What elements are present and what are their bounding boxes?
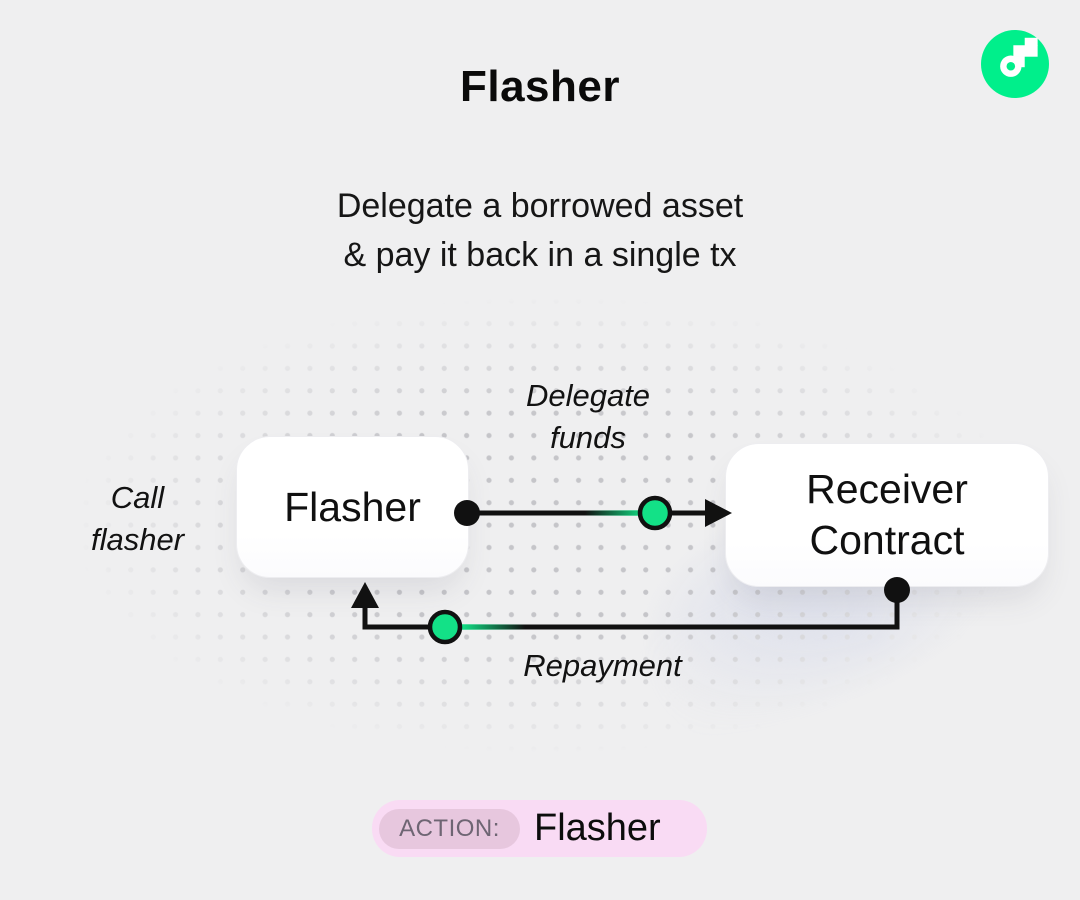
- subtitle-line-2: & pay it back in a single tx: [343, 236, 737, 274]
- flow-logo-icon: [981, 30, 1049, 98]
- token-circle: [427, 609, 463, 645]
- action-chip-label: ACTION:: [399, 814, 500, 842]
- repayment-arrow: [351, 577, 910, 645]
- edge-start-dot: [884, 577, 910, 603]
- node-flasher: Flasher: [236, 436, 469, 578]
- page-title: Flasher: [459, 62, 620, 111]
- label-repayment: Repayment: [523, 648, 682, 683]
- action-badge: ACTION: Flasher: [372, 800, 707, 857]
- subtitle-line-1: Delegate a borrowed asset: [336, 187, 744, 225]
- action-chip: ACTION:: [379, 808, 520, 849]
- page-subtitle: Delegate a borrowed asset & pay it back …: [0, 182, 1080, 280]
- node-flasher-label: Flasher: [284, 483, 421, 530]
- label-call-flasher: Call flasher: [90, 480, 185, 557]
- edge-start-dot: [454, 500, 480, 526]
- arrowhead-right-icon: [705, 499, 732, 527]
- action-value: Flasher: [534, 807, 661, 849]
- delegate-funds-arrow: [454, 495, 732, 531]
- token-circle: [637, 495, 673, 531]
- label-delegate-funds: Delegate funds: [525, 378, 651, 455]
- arrowhead-up-icon: [351, 582, 379, 608]
